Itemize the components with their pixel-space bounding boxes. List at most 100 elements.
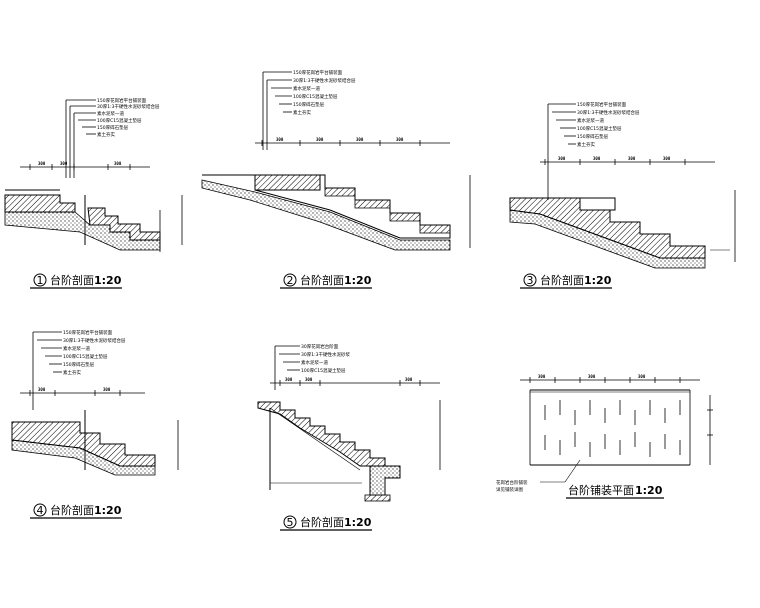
dim-label: 300: [628, 156, 636, 161]
note: 150厚碎石垫层: [577, 133, 609, 140]
note: 100厚C15混凝土垫层: [97, 117, 142, 124]
callout-leader: [262, 71, 292, 150]
section-number: 3: [527, 274, 534, 287]
notes-list: 150厚花岗岩平台铺装面 30厚1:3干硬性水泥砂浆结合层 素水泥浆一道 100…: [293, 69, 356, 116]
dim-label: 300: [663, 156, 671, 161]
note: 素土夯实: [577, 141, 595, 148]
notes-list: 30厚花岗岩台阶面 30厚1:3干硬性水泥砂浆 素水泥浆一道 100厚C15混凝…: [301, 343, 350, 374]
dim-label: 300: [114, 161, 122, 166]
note: 150厚碎石垫层: [97, 124, 129, 131]
section-title-text: 台阶剖面: [540, 273, 584, 287]
dim-label: 300: [285, 377, 293, 382]
section-scale: 1:20: [344, 516, 372, 529]
dim-label: 300: [405, 377, 413, 382]
dim-label: 300: [638, 374, 646, 379]
note: 150厚花岗岩平台铺装面: [577, 101, 627, 108]
notes-list: 150厚花岗岩平台铺装面 30厚1:3干硬性水泥砂浆结合层 素水泥浆一道 100…: [577, 101, 640, 148]
panel-plan: 300 300 300: [496, 374, 713, 499]
note: 详见铺装详图: [496, 486, 523, 493]
paving-plan: [529, 389, 713, 483]
section-title: 3 台阶剖面 1:20: [520, 273, 612, 289]
note: 素水泥浆一道: [63, 345, 90, 352]
section-title-text: 台阶剖面: [50, 503, 94, 517]
section-title: 台阶铺装平面 1:20: [566, 483, 664, 499]
dim-label: 300: [276, 137, 284, 142]
section-number-circle: [283, 515, 297, 529]
stair-section: [4, 189, 183, 252]
dim-label: 300: [305, 377, 313, 382]
dim-label: 300: [588, 374, 596, 379]
stair-section: [509, 190, 736, 269]
dim-label: 300: [558, 156, 566, 161]
section-title: 2 台阶剖面 1:20: [280, 273, 372, 289]
stair-section: [257, 400, 441, 502]
note: 30厚1:3干硬性水泥砂浆结合层: [577, 109, 640, 116]
note: 素水泥浆一道: [293, 85, 320, 92]
notes-list: 花岗岩台阶铺装 详见铺装详图: [496, 479, 528, 493]
note: 素水泥浆一道: [97, 110, 124, 117]
dim-label: 300: [38, 161, 46, 166]
dim-label: 300: [538, 374, 546, 379]
note: 100厚C15混凝土垫层: [301, 367, 346, 374]
section-scale: 1:20: [635, 484, 663, 497]
note: 素水泥浆一道: [577, 117, 604, 124]
callout-leader: [274, 345, 300, 390]
dim-label: 300: [396, 137, 404, 142]
dim-label: 300: [593, 156, 601, 161]
note: 30厚1:3干硬性水泥砂浆结合层: [63, 337, 126, 344]
callout-leader: [547, 103, 576, 200]
section-number: 4: [37, 504, 44, 517]
note: 30厚花岗岩台阶面: [301, 343, 339, 350]
stair-section: [11, 410, 179, 476]
section-number: 2: [287, 274, 294, 287]
notes-list: 150厚花岗岩平台铺装面 30厚1:3干硬性水泥砂浆结合层 素水泥浆一道 100…: [97, 97, 160, 138]
section-scale: 1:20: [344, 274, 372, 287]
section-number-circle: [523, 273, 537, 287]
dimension-line: [520, 377, 700, 383]
note: 100厚C15混凝土垫层: [293, 93, 338, 100]
dimension-line: [270, 380, 440, 386]
note: 150厚碎石垫层: [293, 101, 325, 108]
section-title-text: 台阶铺装平面: [568, 483, 634, 497]
note: 30厚1:3干硬性水泥砂浆: [301, 351, 350, 358]
section-scale: 1:20: [94, 274, 122, 287]
note: 30厚1:3干硬性水泥砂浆结合层: [293, 77, 356, 84]
note: 150厚碎石垫层: [63, 361, 95, 368]
section-number-circle: [283, 273, 297, 287]
section-number: 1: [37, 274, 44, 287]
note: 花岗岩台阶铺装: [496, 479, 528, 486]
panel-section-5: 30厚花岗岩台阶面 30厚1:3干硬性水泥砂浆 素水泥浆一道 100厚C15混凝…: [257, 343, 441, 531]
dim-label: 300: [316, 137, 324, 142]
section-scale: 1:20: [94, 504, 122, 517]
section-title: 1 台阶剖面 1:20: [30, 273, 122, 289]
section-title: 5 台阶剖面 1:20: [280, 515, 372, 531]
dim-label: 300: [38, 387, 46, 392]
section-number-circle: [33, 503, 47, 517]
callout-leader: [32, 331, 62, 410]
note: 素水泥浆一道: [301, 359, 328, 366]
section-title-text: 台阶剖面: [50, 273, 94, 287]
panel-section-1: 150厚花岗岩平台铺装面 30厚1:3干硬性水泥砂浆结合层 素水泥浆一道 100…: [4, 97, 183, 289]
dim-label: 300: [60, 161, 68, 166]
dim-label: 300: [356, 137, 364, 142]
dim-label: 300: [103, 387, 111, 392]
dimension-line: [20, 164, 150, 170]
note: 100厚C15混凝土垫层: [63, 353, 108, 360]
section-number-circle: [33, 273, 47, 287]
section-scale: 1:20: [584, 274, 612, 287]
note: 素土夯实: [293, 109, 311, 116]
notes-list: 150厚花岗岩平台铺装面 30厚1:3干硬性水泥砂浆结合层 素水泥浆一道 100…: [63, 329, 126, 376]
note: 素土夯实: [97, 131, 115, 138]
note: 30厚1:3干硬性水泥砂浆结合层: [97, 103, 160, 110]
panel-section-3: 150厚花岗岩平台铺装面 30厚1:3干硬性水泥砂浆结合层 素水泥浆一道 100…: [509, 101, 736, 289]
section-title-text: 台阶剖面: [300, 515, 344, 529]
dimension-line: [540, 159, 715, 165]
section-title-text: 台阶剖面: [300, 273, 344, 287]
dimension-line: [20, 390, 145, 396]
note: 150厚花岗岩平台铺装面: [293, 69, 343, 76]
callout-leader: [65, 99, 96, 178]
note: 100厚C15混凝土垫层: [577, 125, 622, 132]
section-title: 4 台阶剖面 1:20: [30, 503, 122, 519]
panel-section-2: 150厚花岗岩平台铺装面 30厚1:3干硬性水泥砂浆结合层 素水泥浆一道 100…: [201, 69, 471, 289]
note: 150厚花岗岩平台铺装面: [63, 329, 113, 336]
